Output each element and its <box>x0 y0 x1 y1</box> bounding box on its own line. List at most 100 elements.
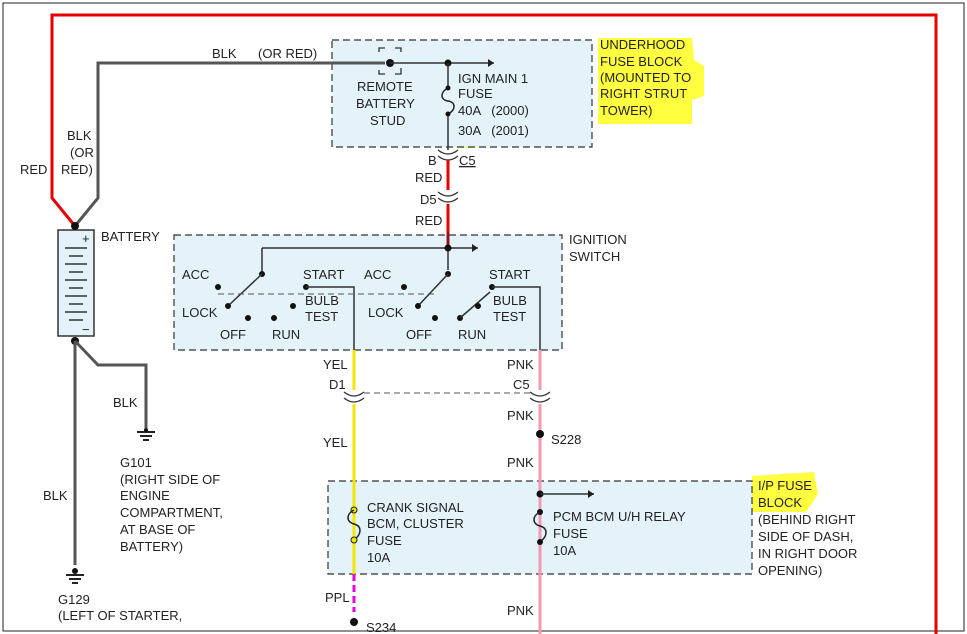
bus-arrow-icon <box>488 59 494 67</box>
remote-stud-l3: STUD <box>370 113 405 128</box>
ign-fuse-l2: FUSE <box>458 86 493 101</box>
left-blk-l3: RED) <box>61 162 93 177</box>
wire-pnk-2: PNK <box>507 408 534 423</box>
battery-label: BATTERY <box>101 229 160 244</box>
s228-splice <box>536 430 544 438</box>
sw-right-run: RUN <box>458 327 486 342</box>
splice-s234: S234 <box>366 620 396 634</box>
d1-connector-icon <box>343 391 365 403</box>
sw-right-test: TEST <box>493 309 526 324</box>
wire-red-1: RED <box>415 170 442 185</box>
ign-fuse-l4: 30A (2001) <box>458 123 529 138</box>
ignition-switch-box <box>173 234 563 351</box>
conn-d1: D1 <box>329 377 346 392</box>
ign-fuse-l3: 40A (2000) <box>458 103 529 118</box>
wire-pnk-3: PNK <box>507 455 534 470</box>
battery-icon <box>57 222 95 345</box>
ign-switch-title2: SWITCH <box>569 249 620 264</box>
underhood-l3: (MOUNTED TO <box>600 70 691 85</box>
splice-s228: S228 <box>551 432 581 447</box>
d5-connector-icon <box>437 191 459 203</box>
pcm-fuse-l2: FUSE <box>553 526 588 541</box>
sw-left-lock: LOCK <box>182 305 218 320</box>
sw-left-off: OFF <box>220 327 246 342</box>
g129-l1: G129 <box>58 592 90 607</box>
sw-left-test: TEST <box>305 309 338 324</box>
crank-fuse-l4: 10A <box>367 550 390 565</box>
ip-fuses <box>347 490 594 545</box>
fuse-term-b <box>445 111 451 117</box>
crank-fuse-l1: CRANK SIGNAL <box>367 500 464 515</box>
ignition-switch-internals <box>215 232 541 350</box>
conn-b: B <box>428 153 437 168</box>
ip-block-l1: I/P FUSE <box>758 478 812 493</box>
left-blk-l2: (OR <box>70 145 94 160</box>
g101-l5: AT BASE OF <box>120 522 195 537</box>
sw-right-off: OFF <box>406 327 432 342</box>
g129-l2: (LEFT OF STARTER, <box>58 608 182 623</box>
sw-right-acc: ACC <box>364 267 391 282</box>
g101-l2: (RIGHT SIDE OF <box>120 472 220 487</box>
c5-mid-connector-icon <box>529 391 551 403</box>
underhood-fuse-box <box>331 39 593 148</box>
sw-left-acc: ACC <box>182 267 209 282</box>
remote-stud-l1: REMOTE <box>357 79 413 94</box>
conn-d5: D5 <box>420 192 437 207</box>
underhood-l5: TOWER) <box>600 103 652 118</box>
crank-fuse-l3: FUSE <box>367 533 402 548</box>
ign-fuse-l1: IGN MAIN 1 <box>458 71 528 86</box>
underhood-l1: UNDERHOOD <box>600 37 685 52</box>
conn-c5-top: C5 <box>459 153 476 168</box>
highlight-underhood <box>598 38 704 124</box>
left-blk-l1: BLK <box>67 128 92 143</box>
crank-fuse-l2: BCM, CLUSTER <box>367 516 464 531</box>
remote-stud-l2: BATTERY <box>356 96 415 111</box>
top-wire-color: BLK <box>212 46 237 61</box>
wire-ppl: PPL <box>325 590 350 605</box>
g101-l1: G101 <box>120 455 152 470</box>
ip-block-l2: BLOCK <box>758 495 802 510</box>
ip-block-l4: SIDE OF DASH, <box>758 529 853 544</box>
ground-blk-b: BLK <box>43 488 68 503</box>
g129-ground-icon <box>66 568 84 584</box>
fuse-term-a <box>445 85 451 91</box>
sw-left-start: START <box>303 267 344 282</box>
underhood-l2: FUSE BLOCK <box>600 54 683 69</box>
top-wire-alt: (OR RED) <box>258 46 317 61</box>
pcm-fuse-l3: 10A <box>553 543 576 558</box>
ip-block-l5: IN RIGHT DOOR <box>758 546 857 561</box>
sw-right-lock: LOCK <box>368 305 404 320</box>
g101-l4: COMPARTMENT, <box>120 505 223 520</box>
g101-ground-icon <box>137 428 155 441</box>
battery-plus: + <box>82 231 90 246</box>
pcm-fuse-l1: PCM BCM U/H RELAY <box>553 509 686 524</box>
red-feed-wire <box>50 13 938 634</box>
wire-yel-2: YEL <box>323 435 348 450</box>
g101-l3: ENGINE <box>120 488 170 503</box>
blk-top-wire <box>73 61 385 227</box>
underhood-l4: RIGHT STRUT <box>600 86 687 101</box>
sw-right-start: START <box>489 267 530 282</box>
conn-c5-mid: C5 <box>513 377 530 392</box>
highlight-ip-block <box>752 472 818 512</box>
s234-splice <box>350 618 358 626</box>
ign-fuse-icon <box>441 87 455 115</box>
ip-block-l3: (BEHIND RIGHT <box>758 512 856 527</box>
wire-pnk-4: PNK <box>507 603 534 618</box>
ip-block-l6: OPENING) <box>758 563 822 578</box>
sw-left-bulb: BULB <box>305 293 339 308</box>
left-red-label: RED <box>20 162 47 177</box>
sw-left-run: RUN <box>272 327 300 342</box>
blk-ground-wire-g101 <box>73 339 148 428</box>
ign-switch-title1: IGNITION <box>569 232 627 247</box>
c5-connector-icon <box>437 149 459 161</box>
g101-l6: BATTERY) <box>120 539 183 554</box>
ground-blk-a: BLK <box>113 395 138 410</box>
wire-red-2: RED <box>415 213 442 228</box>
sw-right-bulb: BULB <box>493 293 527 308</box>
wire-yel-1: YEL <box>323 357 348 372</box>
battery-minus: − <box>82 322 90 337</box>
